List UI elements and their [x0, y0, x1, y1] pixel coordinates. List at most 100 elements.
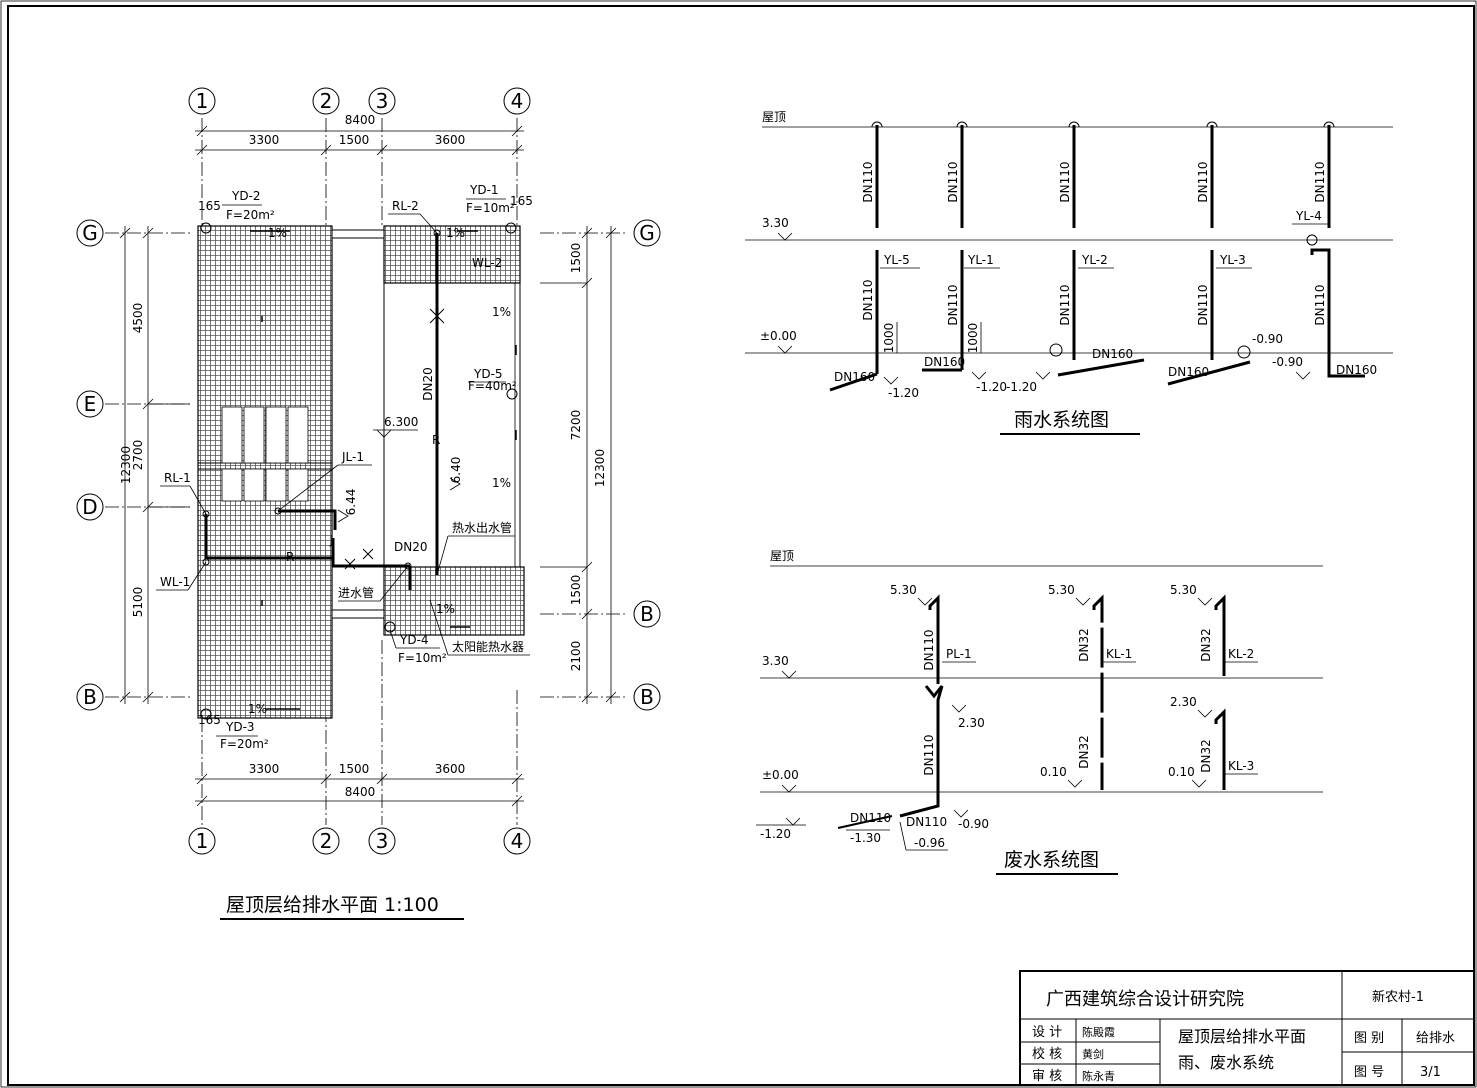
rain-dim-1000-1: 1000 — [882, 323, 896, 354]
title-block: 广西建筑综合设计研究院 新农村-1 设 计 陈殿霞 校 核 黄剑 审 核 陈永青… — [1019, 970, 1475, 1086]
rain-dn110-3: DN110 — [1058, 161, 1072, 202]
yl5-label: YL-5 — [883, 253, 910, 267]
right-dimensions: 1500 7200 1500 2100 12300 — [540, 226, 617, 704]
waste-roof-label: 屋顶 — [770, 549, 794, 563]
rain-dn160-2: DN160 — [924, 355, 965, 369]
solar-heater-label: 太阳能热水器 — [452, 639, 524, 654]
axis-B-right: B — [640, 685, 654, 709]
rain-dn110-8: DN110 — [1058, 284, 1072, 325]
sheet-inner-border — [7, 5, 1475, 1086]
kl3-label: KL-3 — [1228, 759, 1254, 773]
check-name: 黄剑 — [1082, 1047, 1104, 1061]
pipe-r-vertical: R — [432, 433, 440, 447]
waste-dn32-1: DN32 — [1077, 628, 1091, 662]
axis-1-top: 1 — [196, 89, 209, 113]
right-dim-2: 7200 — [569, 410, 583, 441]
waste-e010-1: 0.10 — [1040, 765, 1067, 779]
dn20-horizontal: DN20 — [394, 540, 428, 554]
waste-e-m096: -0.96 — [914, 836, 945, 850]
rain-dn110-1: DN110 — [861, 161, 875, 202]
waste-dn32-4: DN32 — [1199, 739, 1213, 773]
axis-bubbles-top: 1 2 3 4 — [188, 87, 531, 115]
yd3-area: F=20m² — [220, 737, 269, 751]
yd2-area: F=20m² — [226, 208, 275, 222]
review-label: 审 核 — [1032, 1069, 1062, 1084]
waste-e230-pl1: 2.30 — [958, 716, 985, 730]
plan-pipes — [204, 233, 445, 590]
rain-dn110-4: DN110 — [1196, 161, 1210, 202]
waste-e530-3: 5.30 — [1170, 583, 1197, 597]
drawing-title-line-2: 雨、废水系统 — [1178, 1053, 1274, 1072]
slope-right-lower: 1% — [492, 476, 511, 490]
waste-title: 废水系统图 — [1004, 849, 1099, 871]
waste-e530-2: 5.30 — [1048, 583, 1075, 597]
right-dim-1: 1500 — [569, 243, 583, 274]
rain-dn110-10: DN110 — [1313, 284, 1327, 325]
axis-4-top: 4 — [511, 89, 524, 113]
right-dim-4: 2100 — [569, 641, 583, 672]
bottom-span-1: 3300 — [249, 762, 280, 776]
left-dim-3: 5100 — [131, 587, 145, 618]
left-total-dim: 12300 — [119, 446, 133, 484]
waste-dn32-2: DN32 — [1077, 735, 1091, 769]
kl2-label: KL-2 — [1228, 647, 1254, 661]
yl1-label: YL-1 — [967, 253, 994, 267]
waste-e230-kl3: 2.30 — [1170, 695, 1197, 709]
axis-1-bottom: 1 — [196, 829, 209, 853]
yd4-area: F=10m² — [398, 651, 447, 665]
axis-2-top: 2 — [320, 89, 333, 113]
waste-level-3-30: 3.30 — [762, 654, 789, 668]
rain-dn110-2: DN110 — [946, 161, 960, 202]
left-dimensions: 4500 2700 5100 12300 — [119, 226, 190, 704]
rain-elev-m120-2: -1.20 — [976, 380, 1007, 394]
rain-dn110-9: DN110 — [1196, 284, 1210, 325]
category-label: 图 别 — [1354, 1031, 1384, 1046]
waste-dn110-4: DN110 — [906, 815, 947, 829]
elev-6-44: 6.44 — [344, 489, 358, 516]
axis-3-top: 3 — [376, 89, 389, 113]
inlet-pipe-label: 进水管 — [338, 585, 374, 600]
yd4-label: YD-4 — [399, 633, 429, 647]
waste-pipes — [899, 594, 1226, 818]
yl4-label: YL-4 — [1295, 209, 1322, 223]
yd3-label: YD-3 — [225, 720, 255, 734]
institute-name: 广西建筑综合设计研究院 — [1046, 989, 1244, 1010]
wl1-label: WL-1 — [160, 575, 190, 589]
rain-dn110-6: DN110 — [861, 279, 875, 320]
waste-dn110-3: DN110 — [850, 811, 891, 825]
pipe-r-horizontal: R — [286, 550, 294, 564]
check-label: 校 核 — [1032, 1046, 1062, 1062]
rain-elev-m090-2: -0.90 — [1272, 355, 1303, 369]
axis-G-left: G — [82, 221, 98, 245]
right-dim-3: 1500 — [569, 575, 583, 606]
axis-2-bottom: 2 — [320, 829, 333, 853]
top-total-dim: 8400 — [345, 113, 376, 127]
kl1-label: KL-1 — [1106, 647, 1132, 661]
yd1-label: YD-1 — [469, 183, 499, 197]
design-label: 设 计 — [1032, 1025, 1062, 1040]
rl1-label: RL-1 — [164, 471, 191, 485]
yd5-label: YD-5 — [473, 367, 503, 381]
rain-elev-m120-3: -1.20 — [1006, 380, 1037, 394]
slope-top-left: 1% — [268, 226, 287, 240]
wl2-label: WL-2 — [472, 256, 502, 270]
axis-B-right-upper: B — [640, 602, 654, 626]
rain-dn110-5: DN110 — [1313, 161, 1327, 202]
rain-dn160-5: DN160 — [1336, 363, 1377, 377]
rain-system-diagram: 屋顶 3.30 ±0.00 DN110 — [745, 110, 1393, 435]
project-name: 新农村-1 — [1372, 989, 1424, 1005]
design-name: 陈殿霞 — [1082, 1025, 1115, 1039]
bottom-span-3: 3600 — [435, 762, 466, 776]
waste-dn32-3: DN32 — [1199, 628, 1213, 662]
solar-panel-array — [221, 406, 309, 502]
yd5-area: F=40m² — [468, 379, 517, 393]
axis-G-right: G — [639, 221, 655, 245]
rl2-label: RL-2 — [392, 199, 419, 213]
slope-right-upper: 1% — [492, 305, 511, 319]
rain-level-3-30: 3.30 — [762, 216, 789, 230]
waste-e-m090: -0.90 — [958, 817, 989, 831]
rain-dn160-3: DN160 — [1092, 347, 1133, 361]
slope-bottom-right: 1% — [436, 602, 455, 616]
